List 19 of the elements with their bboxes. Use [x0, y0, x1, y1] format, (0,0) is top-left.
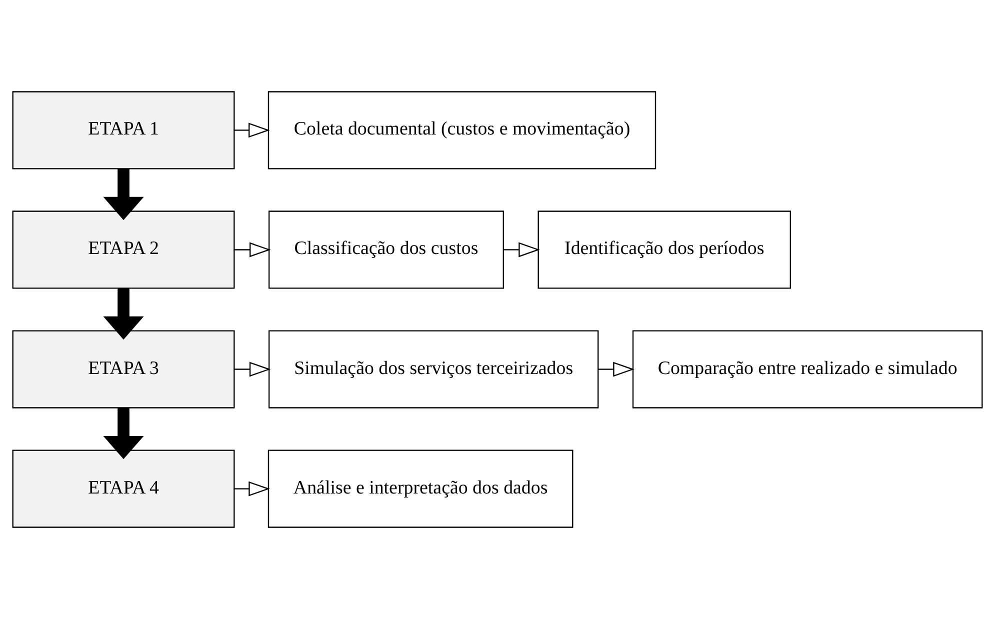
- arrow: [234, 122, 270, 138]
- node-box: Coleta documental (custos e movimentação): [268, 91, 656, 170]
- arrow: [234, 362, 271, 377]
- arrow: [234, 242, 271, 258]
- arrow: [234, 481, 270, 496]
- node-box: ETAPA 1: [12, 91, 235, 170]
- node-box: ETAPA 3: [12, 330, 235, 408]
- node-box: Comparação entre realizado e simulado: [632, 330, 983, 408]
- node-box: Classificação dos custos: [268, 210, 504, 289]
- arrow: [103, 408, 144, 460]
- node-box: ETAPA 4: [12, 450, 235, 528]
- arrow: [103, 288, 144, 340]
- node-box: Simulação dos serviços terceirizados: [268, 330, 599, 408]
- node-box: Identificação dos períodos: [538, 210, 792, 289]
- node-box: Análise e interpretação dos dados: [268, 450, 574, 528]
- node-box: ETAPA 2: [12, 210, 235, 289]
- arrow: [504, 242, 540, 258]
- arrow: [103, 168, 144, 220]
- arrow: [598, 362, 634, 377]
